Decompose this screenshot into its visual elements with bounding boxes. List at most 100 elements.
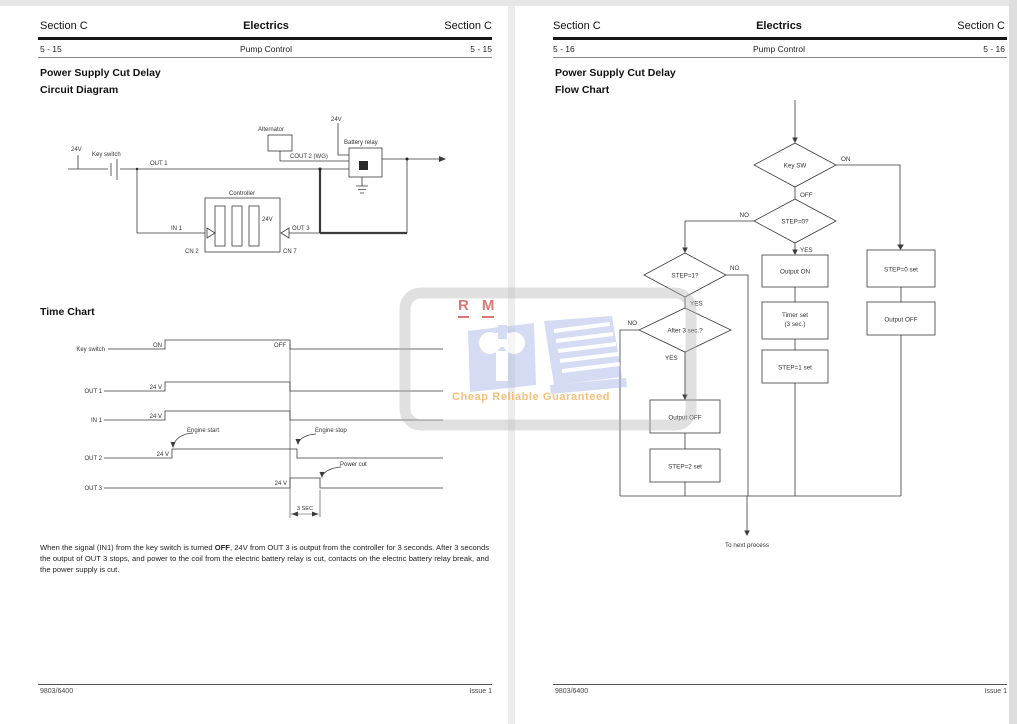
flow-node-output-off-right: Output OFF (884, 317, 917, 324)
flow-label-yes: YES (665, 355, 678, 362)
watermark-letter-m: M (481, 297, 495, 318)
right-header-section-right: Section C (957, 20, 1005, 32)
circuit-controller-label: Controller (229, 191, 255, 197)
circuit-in1-label: IN 1 (171, 226, 183, 232)
circuit-key-switch-label: Key switch (92, 152, 121, 158)
annotation-arrowhead (170, 442, 176, 448)
flow-label-yes: YES (690, 301, 703, 308)
description-paragraph: When the signal (IN1) from the key switc… (40, 543, 489, 575)
left-header-rule (38, 37, 492, 40)
flow-chart (619, 100, 936, 536)
circuit-cn2-label: CN 2 (185, 249, 199, 255)
flow-node-timer-set-2: (3 sec.) (785, 321, 806, 328)
out3-arrowhead (280, 227, 290, 239)
flow-node-output-on: Output ON (780, 269, 811, 276)
right-page-num-right: 5 - 16 (983, 44, 1005, 54)
page-edge-top (0, 0, 1017, 6)
time-chart-labels: Key switch ON OUT 1 24 V IN 1 24 V OUT 2… (76, 343, 367, 512)
time-row-label: OUT 1 (84, 389, 102, 395)
output-off-right-box (866, 301, 936, 336)
step1-diamond (643, 252, 727, 298)
right-subheading: Flow Chart (555, 84, 610, 96)
circuit-relay-24v-label: 24V (331, 117, 342, 123)
flow-node-output-off-left: Output OFF (668, 415, 701, 422)
left-header-section-left: Section C (40, 20, 88, 32)
circuit-diagram (68, 123, 446, 253)
time-row-level: 24 V (157, 452, 169, 458)
left-header-section-right: Section C (444, 20, 492, 32)
right-footer-rule (553, 684, 1007, 685)
controller-bar (214, 205, 226, 247)
time-chart-heading: Time Chart (40, 306, 95, 318)
left-page-num-right: 5 - 15 (470, 44, 492, 54)
right-header-rule (553, 37, 1007, 40)
circuit-labels: 24V Key switch OUT 1 IN 1 CN 2 Controlle… (71, 117, 378, 255)
flow-exit-label: To next process (725, 542, 769, 549)
circuit-controller-24v-label: 24V (262, 217, 273, 223)
engine-start-label: Engine start (187, 428, 219, 434)
flow-label-no: NO (740, 212, 750, 219)
flow-connectors (619, 100, 902, 533)
flow-node-step1: STEP=1? (671, 273, 699, 280)
circuit-cn7-label: CN 7 (283, 249, 297, 255)
junction-dot (135, 167, 139, 171)
right-doc-number: 9803/6400 (555, 688, 589, 695)
time-row-label: OUT 3 (84, 486, 102, 492)
right-issue: Issue 1 (984, 688, 1007, 695)
circuit-out3-label: OUT 3 (292, 226, 310, 232)
paragraph-before: When the signal (IN1) from the key switc… (40, 543, 215, 552)
time-row-level: 24 V (150, 385, 162, 391)
alternator-box (267, 134, 293, 152)
wrench-notch (498, 325, 507, 339)
page-edge-right (1009, 0, 1017, 724)
time-chart-signals (104, 339, 443, 489)
watermark-logo (468, 316, 627, 394)
watermark-tagline: Cheap Reliable Guaranteed (452, 391, 611, 403)
annotation-arrows (172, 432, 342, 477)
flow-node-after3: After 3 sec.? (667, 328, 703, 335)
right-page-num-left: 5 - 16 (553, 44, 575, 54)
circuit-battery-relay-label: Battery relay (344, 140, 378, 146)
flow-label-no: NO (628, 320, 638, 327)
controller-bar (248, 205, 260, 247)
step2-set-box (649, 448, 721, 483)
power-cut-label: Power cut (340, 462, 367, 468)
time-row-level: 24 V (275, 481, 287, 487)
relay-output-arrowhead (439, 156, 446, 162)
left-heading: Power Supply Cut Delay (40, 67, 161, 79)
flow-label-on: ON (841, 156, 851, 163)
left-header-subtitle: Pump Control (240, 44, 292, 54)
left-doc-number: 9803/6400 (40, 688, 74, 695)
left-subheader-rule (38, 57, 492, 58)
watermark-letter-r: R (458, 297, 469, 318)
time-chart (104, 339, 443, 518)
dimension-arrowhead-left (291, 511, 298, 517)
controller-bar (231, 205, 243, 247)
right-header-section-left: Section C (553, 20, 601, 32)
right-header-title: Electrics (756, 20, 802, 32)
flow-node-step0: STEP=0? (781, 219, 809, 226)
relay-contact (359, 161, 368, 170)
left-header-title: Electrics (243, 20, 289, 32)
in1-arrowhead (206, 227, 216, 239)
timer-set-box (761, 301, 829, 340)
circuit-24v-supply-label: 24V (71, 147, 82, 153)
paragraph-bold-word: OFF (214, 543, 230, 552)
flow-label-no: NO (730, 265, 740, 272)
annotation-arrowhead (319, 472, 325, 478)
watermark-frame-rect (399, 287, 697, 431)
time-off-label: OFF (274, 343, 286, 349)
flow-label-off: OFF (800, 192, 813, 199)
watermark-frame (399, 287, 697, 431)
junction-dot (405, 157, 409, 161)
step0-set-box (866, 249, 936, 288)
paragraph-after: , 24V from OUT 3 is output from the cont… (40, 543, 489, 574)
step0-diamond (753, 198, 837, 244)
time-row-level: ON (153, 343, 162, 349)
flow-arrowheads (682, 137, 904, 536)
key-sw-diamond (753, 142, 837, 188)
after3-diamond (638, 307, 732, 353)
step1-set-box (761, 349, 829, 384)
time-row-label: OUT 2 (84, 456, 102, 462)
